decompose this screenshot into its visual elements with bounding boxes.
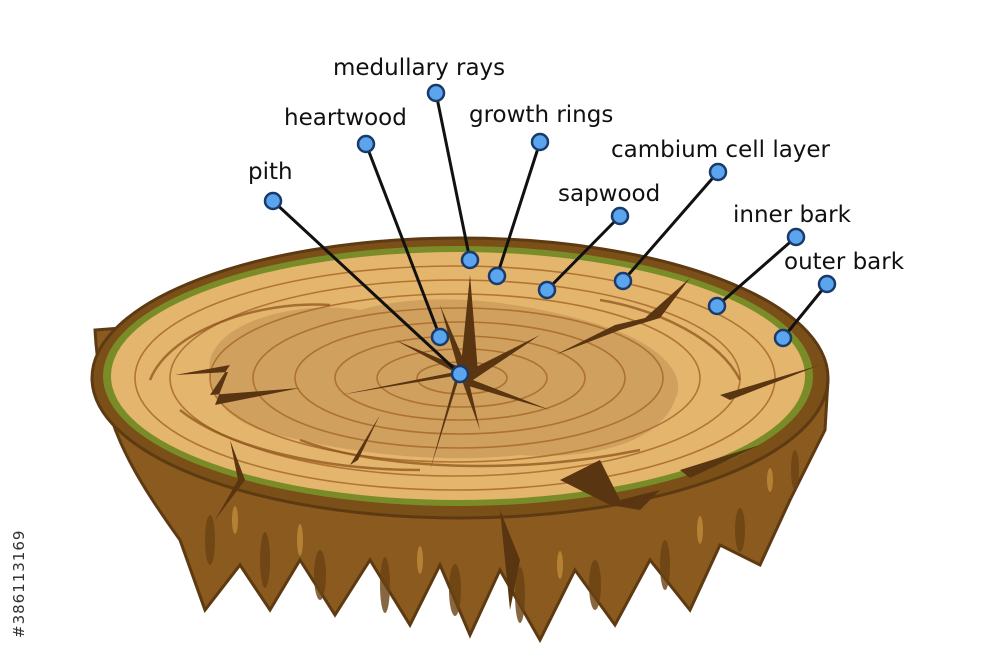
- leader-dot-inner: [450, 364, 470, 384]
- leader-dot-outer: [530, 132, 550, 152]
- leader-dot-outer: [786, 227, 806, 247]
- leader-cambium-cell-layer: [613, 162, 728, 291]
- leader-line: [716, 235, 797, 308]
- leader-dot-inner: [773, 328, 793, 348]
- leader-line: [621, 171, 720, 282]
- watermark-id: #386113169: [10, 440, 36, 640]
- leader-dot-inner: [537, 280, 557, 300]
- leader-line: [434, 92, 472, 261]
- leader-dot-inner: [430, 327, 450, 347]
- leader-dot-inner: [707, 296, 727, 316]
- leader-dot-outer: [817, 274, 837, 294]
- label-inner-bark: inner bark: [733, 202, 851, 228]
- label-cambium-cell-layer: cambium cell layer: [611, 137, 831, 163]
- bark-highlights: [232, 468, 773, 579]
- bark-texture: [205, 450, 799, 623]
- leader-growth-rings: [487, 132, 550, 286]
- leader-outer-bark: [773, 274, 837, 348]
- leader-dot-outer: [263, 191, 283, 211]
- leader-line: [364, 143, 442, 338]
- leader-inner-bark: [707, 227, 806, 316]
- leader-sapwood: [537, 206, 630, 300]
- leader-line: [271, 199, 462, 376]
- label-outer-bark: outer bark: [784, 249, 905, 275]
- label-heartwood: heartwood: [284, 105, 407, 131]
- leader-line: [545, 214, 622, 292]
- label-pith: pith: [248, 159, 293, 185]
- leader-dot-outer: [610, 206, 630, 226]
- leader-line: [495, 141, 542, 277]
- leader-dot-inner: [613, 271, 633, 291]
- label-sapwood: sapwood: [558, 181, 661, 207]
- watermark-text: #386113169: [10, 529, 28, 638]
- leader-dot-outer: [708, 162, 728, 182]
- label-medullary-rays: medullary rays: [333, 55, 506, 81]
- leader-dot-inner: [460, 250, 480, 270]
- leader-heartwood: [356, 134, 450, 347]
- leader-dot-inner: [487, 266, 507, 286]
- leader-dot-outer: [426, 83, 446, 103]
- leader-line: [781, 283, 829, 339]
- leader-dot-outer: [356, 134, 376, 154]
- leader-medullary-rays: [426, 83, 480, 270]
- label-growth-rings: growth rings: [469, 102, 614, 128]
- growth-rings-dark-lines: [148, 298, 742, 472]
- heartwood-area: [209, 299, 679, 459]
- leader-pith: [263, 191, 470, 384]
- cracks: [175, 275, 820, 610]
